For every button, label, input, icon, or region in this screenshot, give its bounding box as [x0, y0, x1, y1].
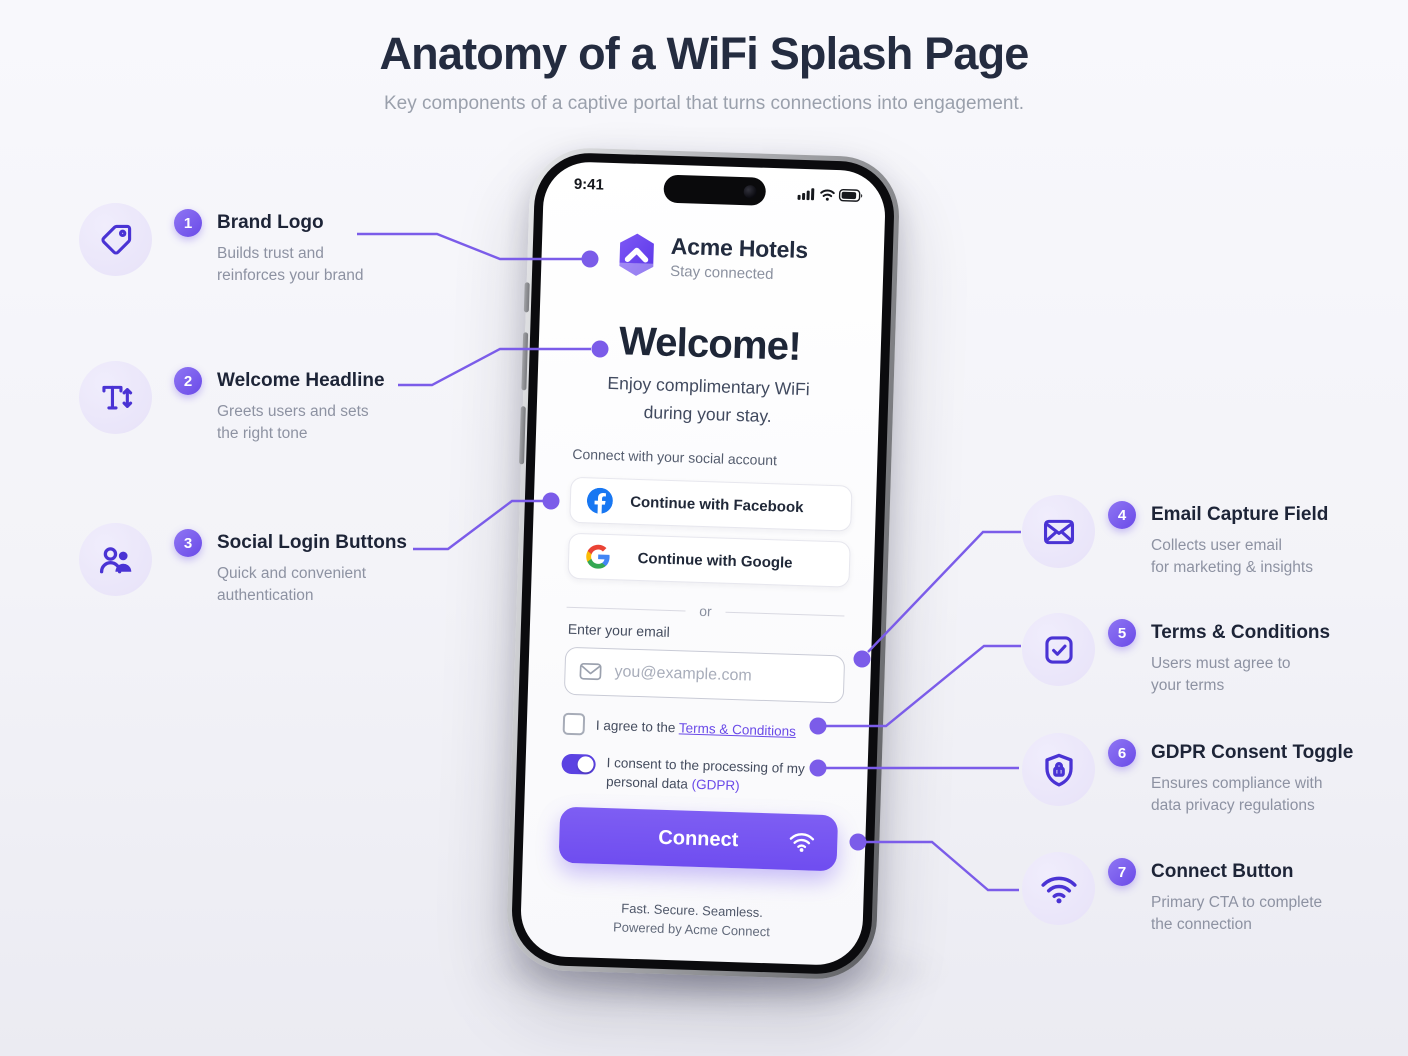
email-label: Enter your email	[567, 620, 671, 640]
email-field[interactable]	[563, 646, 846, 704]
brand-logo-icon	[619, 233, 655, 277]
annotation-number-badge: 7	[1108, 858, 1136, 886]
status-time: 9:41	[573, 175, 605, 194]
camera-lens-icon	[743, 184, 757, 199]
annotation-title: Brand Logo	[217, 212, 324, 233]
annotation-email-capture: 4 Email Capture Field Collects user emai…	[1022, 495, 1328, 579]
brand-logo-row: Acme Hotels Stay connected	[541, 229, 884, 287]
google-icon	[585, 543, 612, 570]
typography-icon-circle	[79, 361, 152, 434]
phone-screen: 9:41	[519, 160, 887, 967]
envelope-input-icon	[579, 662, 602, 681]
annotation-title: Welcome Headline	[217, 370, 385, 391]
annotation-number-badge: 4	[1108, 501, 1136, 529]
checkbox-icon-circle	[1022, 613, 1095, 686]
annotation-title: Social Login Buttons	[217, 532, 407, 553]
page-subtitle: Key components of a captive portal that …	[383, 93, 1025, 114]
brand-name: Acme Hotels	[670, 232, 809, 264]
social-login-label: Connect with your social account	[572, 445, 778, 469]
connect-button-label: Connect	[658, 826, 739, 851]
gdpr-link[interactable]: (GDPR)	[691, 776, 740, 794]
shield-lock-icon-circle	[1022, 733, 1095, 806]
welcome-subheadline: Enjoy complimentary WiFi during your sta…	[607, 372, 810, 427]
terms-checkbox[interactable]	[562, 712, 586, 736]
connect-wifi-icon	[789, 833, 815, 852]
terms-label: I agree to the Terms & Conditions	[595, 717, 797, 739]
signal-icon	[797, 188, 815, 201]
annotation-number-badge: 3	[174, 529, 202, 557]
annotation-title: Email Capture Field	[1151, 504, 1329, 525]
annotation-number-badge: 1	[174, 209, 202, 237]
dynamic-island	[663, 174, 767, 206]
tag-icon-circle	[79, 203, 152, 276]
checkbox-icon	[1044, 635, 1073, 664]
annotation-title: Terms & Conditions	[1151, 622, 1331, 643]
envelope-icon-circle	[1022, 495, 1095, 568]
envelope-icon	[1043, 519, 1074, 544]
users-icon	[99, 546, 131, 573]
google-login-button[interactable]: Continue with Google	[567, 532, 851, 588]
annotation-social-login: 3 Social Login Buttons Quick and conveni…	[79, 523, 407, 607]
tag-icon	[100, 224, 131, 255]
annotation-connect-button: 7 Connect Button Primary CTA to complete…	[1022, 852, 1322, 936]
annotation-gdpr-toggle: 6 GDPR Consent Toggle Ensures compliance…	[1022, 733, 1353, 817]
brand-tagline: Stay connected	[669, 262, 774, 284]
connect-button[interactable]: Connect	[558, 806, 839, 872]
terms-row: I agree to the Terms & Conditions	[562, 712, 797, 742]
annotation-number-badge: 6	[1108, 739, 1136, 767]
facebook-icon	[586, 487, 614, 514]
page-title: Anatomy of a WiFi Splash Page	[379, 28, 1029, 79]
google-button-label: Continue with Google	[637, 549, 793, 572]
email-input[interactable]	[612, 662, 830, 690]
annotation-title: GDPR Consent Toggle	[1151, 742, 1354, 763]
or-divider: or	[566, 599, 845, 624]
screen-footer: Fast. Secure. Seamless. Powered by Acme …	[520, 895, 863, 944]
gdpr-toggle[interactable]	[561, 753, 596, 775]
battery-icon	[838, 189, 863, 202]
annotation-welcome-headline: 2 Welcome Headline Greets users and sets…	[79, 361, 385, 445]
annotation-terms-conditions: 5 Terms & Conditions Users must agree to…	[1022, 613, 1330, 697]
annotation-number-badge: 2	[174, 367, 202, 395]
action-button	[523, 282, 530, 313]
typography-icon	[101, 385, 132, 409]
annotation-number-badge: 5	[1108, 619, 1136, 647]
facebook-login-button[interactable]: Continue with Facebook	[569, 476, 853, 532]
shield-lock-icon	[1044, 753, 1073, 786]
phone-mockup: 9:41	[505, 146, 901, 981]
terms-link[interactable]: Terms & Conditions	[678, 719, 797, 739]
facebook-button-label: Continue with Facebook	[629, 493, 804, 516]
wifi-status-icon	[820, 189, 835, 201]
annotation-title: Connect Button	[1151, 861, 1294, 882]
wifi-icon	[1040, 876, 1077, 903]
users-icon-circle	[79, 523, 152, 596]
wifi-icon-circle	[1022, 852, 1095, 925]
or-divider-label: or	[699, 602, 712, 620]
status-icons	[797, 187, 864, 208]
welcome-headline: Welcome!	[618, 319, 802, 369]
